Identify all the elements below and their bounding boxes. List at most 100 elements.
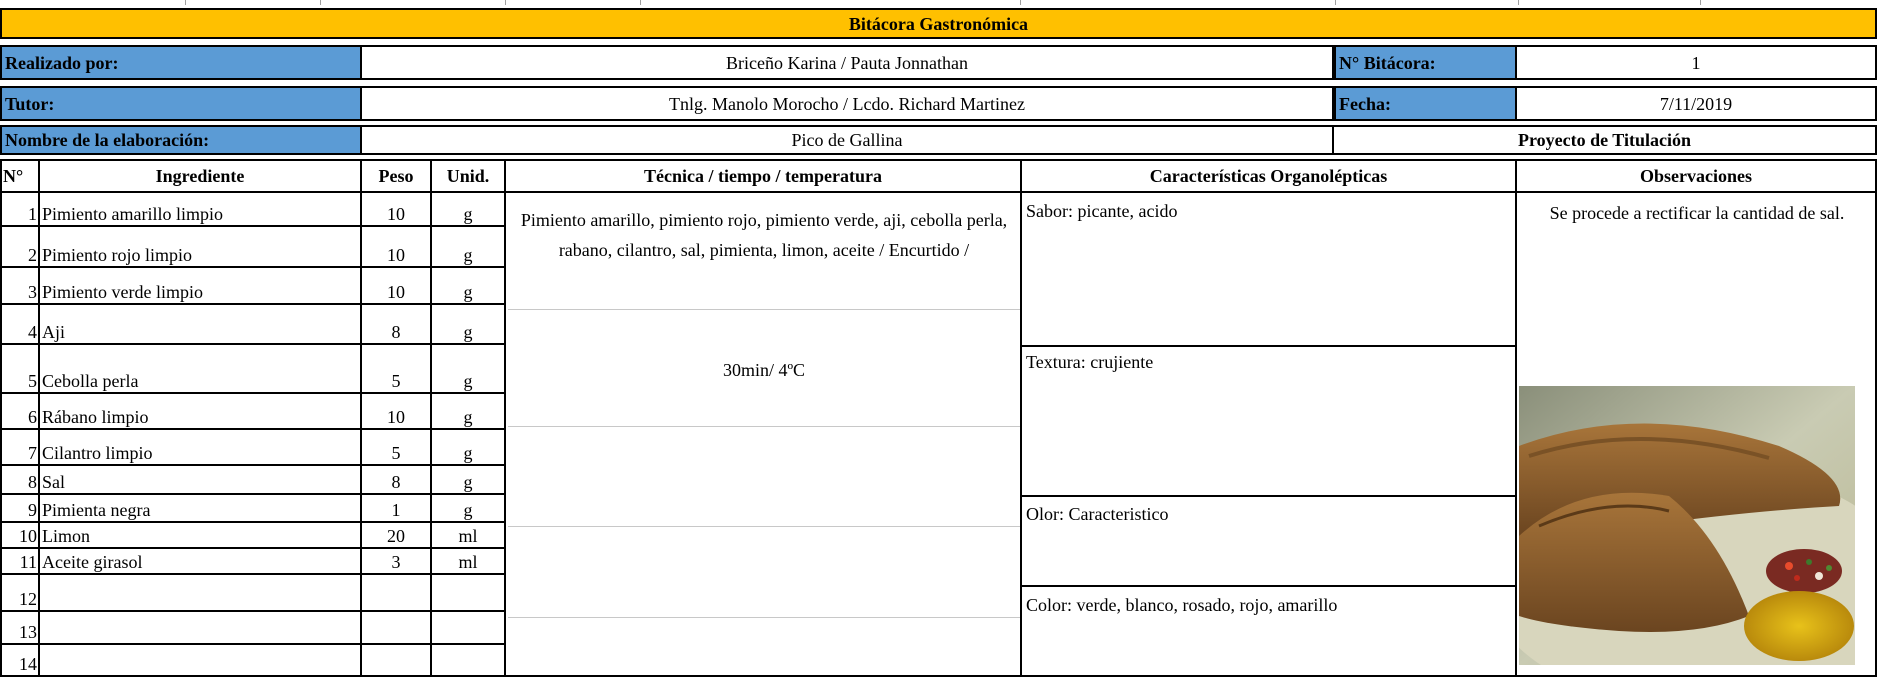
nombre-value: Pico de Gallina — [362, 125, 1334, 155]
column-border — [1875, 193, 1877, 677]
ingredient-number: 8 — [0, 466, 40, 495]
ingredient-peso — [362, 645, 432, 677]
header-observaciones: Observaciones — [1517, 159, 1877, 193]
grid-tick — [1020, 0, 1021, 5]
ingredient-number: 13 — [0, 612, 40, 645]
ingredient-name: Aceite girasol — [40, 549, 362, 575]
ingredient-number: 6 — [0, 394, 40, 430]
ingredient-peso — [362, 612, 432, 645]
ingredient-peso: 5 — [362, 430, 432, 466]
ingredient-unid: g — [432, 305, 506, 345]
column-border — [1020, 193, 1022, 677]
ingredient-peso: 1 — [362, 495, 432, 523]
tecnica-divider — [508, 526, 1020, 527]
ingredient-name: Sal — [40, 466, 362, 495]
ingredient-peso: 20 — [362, 523, 432, 549]
ingredient-unid: g — [432, 345, 506, 394]
ingredient-peso: 8 — [362, 305, 432, 345]
caracteristica-olor: Olor: Caracteristico — [1026, 504, 1169, 524]
fecha-label: Fecha: — [1334, 86, 1517, 121]
ingredient-name — [40, 645, 362, 677]
ingredient-number: 4 — [0, 305, 40, 345]
header-unid: Unid. — [432, 159, 506, 193]
ingredient-number: 9 — [0, 495, 40, 523]
caracteristica-color: Color: verde, blanco, rosado, rojo, amar… — [1026, 595, 1338, 615]
header-n: N° — [0, 159, 40, 193]
caracteristica-sabor: Sabor: picante, acido — [1026, 201, 1178, 221]
tecnica-tiempo: 30min/ 4ºC — [722, 360, 806, 380]
ingredient-unid — [432, 645, 506, 677]
caracteristica-textura: Textura: crujiente — [1026, 352, 1154, 372]
ingredient-name: Pimiento rojo limpio — [40, 227, 362, 268]
grid-tick — [505, 0, 506, 5]
column-border — [1515, 193, 1517, 677]
ingredient-number: 7 — [0, 430, 40, 466]
ingredient-unid — [432, 612, 506, 645]
ingredient-unid — [432, 575, 506, 612]
grid-tick — [1335, 0, 1336, 5]
row-border — [1022, 345, 1517, 347]
ingredient-name — [40, 575, 362, 612]
header-caracteristicas: Características Organolépticas — [1022, 159, 1517, 193]
tecnica-text: Pimiento amarillo, pimiento rojo, pimien… — [520, 210, 1008, 260]
ingredient-name: Cilantro limpio — [40, 430, 362, 466]
ingredient-number: 3 — [0, 268, 40, 305]
ingredient-unid: g — [432, 268, 506, 305]
nombre-label: Nombre de la elaboración: — [0, 125, 362, 155]
proyecto-label: Proyecto de Titulación — [1334, 125, 1877, 155]
ingredient-name: Pimiento amarillo limpio — [40, 193, 362, 227]
ingredient-name: Rábano limpio — [40, 394, 362, 430]
grid-tick — [185, 0, 186, 5]
ingredient-name: Pimienta negra — [40, 495, 362, 523]
ingredient-name: Aji — [40, 305, 362, 345]
ingredient-number: 1 — [0, 193, 40, 227]
row-border — [1022, 495, 1517, 497]
observaciones-text: Se procede a rectificar la cantidad de s… — [1549, 203, 1845, 223]
ingredient-unid: g — [432, 466, 506, 495]
ingredient-unid: g — [432, 495, 506, 523]
row-border — [1022, 585, 1517, 587]
fecha-value: 7/11/2019 — [1517, 86, 1877, 121]
ingredient-number: 14 — [0, 645, 40, 677]
ingredient-peso — [362, 575, 432, 612]
ingredient-peso: 5 — [362, 345, 432, 394]
tecnica-divider — [508, 426, 1020, 427]
realizado-value: Briceño Karina / Pauta Jonnathan — [362, 45, 1334, 80]
tecnica-divider — [508, 309, 1020, 310]
ingredient-name: Cebolla perla — [40, 345, 362, 394]
food-photo-icon — [1519, 386, 1855, 665]
header-peso: Peso — [362, 159, 432, 193]
ingredient-number: 11 — [0, 549, 40, 575]
ingredient-unid: g — [432, 193, 506, 227]
ingredient-unid: ml — [432, 523, 506, 549]
header-ingrediente: Ingrediente — [40, 159, 362, 193]
ingredient-name: Limon — [40, 523, 362, 549]
ingredient-peso: 10 — [362, 227, 432, 268]
ingredient-number: 5 — [0, 345, 40, 394]
ingredient-peso: 3 — [362, 549, 432, 575]
grid-tick — [1700, 0, 1701, 5]
realizado-label: Realizado por: — [0, 45, 362, 80]
ingredient-peso: 10 — [362, 268, 432, 305]
ingredient-name: Pimiento verde limpio — [40, 268, 362, 305]
ingredient-number: 12 — [0, 575, 40, 612]
header-tecnica: Técnica / tiempo / temperatura — [506, 159, 1022, 193]
bitacora-label: N° Bitácora: — [1334, 45, 1517, 80]
tutor-label: Tutor: — [0, 86, 362, 121]
grid-tick — [320, 0, 321, 5]
ingredient-unid: g — [432, 430, 506, 466]
ingredient-unid: g — [432, 394, 506, 430]
bottom-border — [0, 675, 1877, 677]
bitacora-value: 1 — [1517, 45, 1877, 80]
ingredient-number: 10 — [0, 523, 40, 549]
food-photo — [1519, 386, 1855, 665]
ingredient-peso: 10 — [362, 193, 432, 227]
ingredient-number: 2 — [0, 227, 40, 268]
ingredient-unid: g — [432, 227, 506, 268]
grid-tick — [640, 0, 641, 5]
grid-tick — [1518, 0, 1519, 5]
ingredient-peso: 10 — [362, 394, 432, 430]
tecnica-divider — [508, 617, 1020, 618]
ingredient-peso: 8 — [362, 466, 432, 495]
